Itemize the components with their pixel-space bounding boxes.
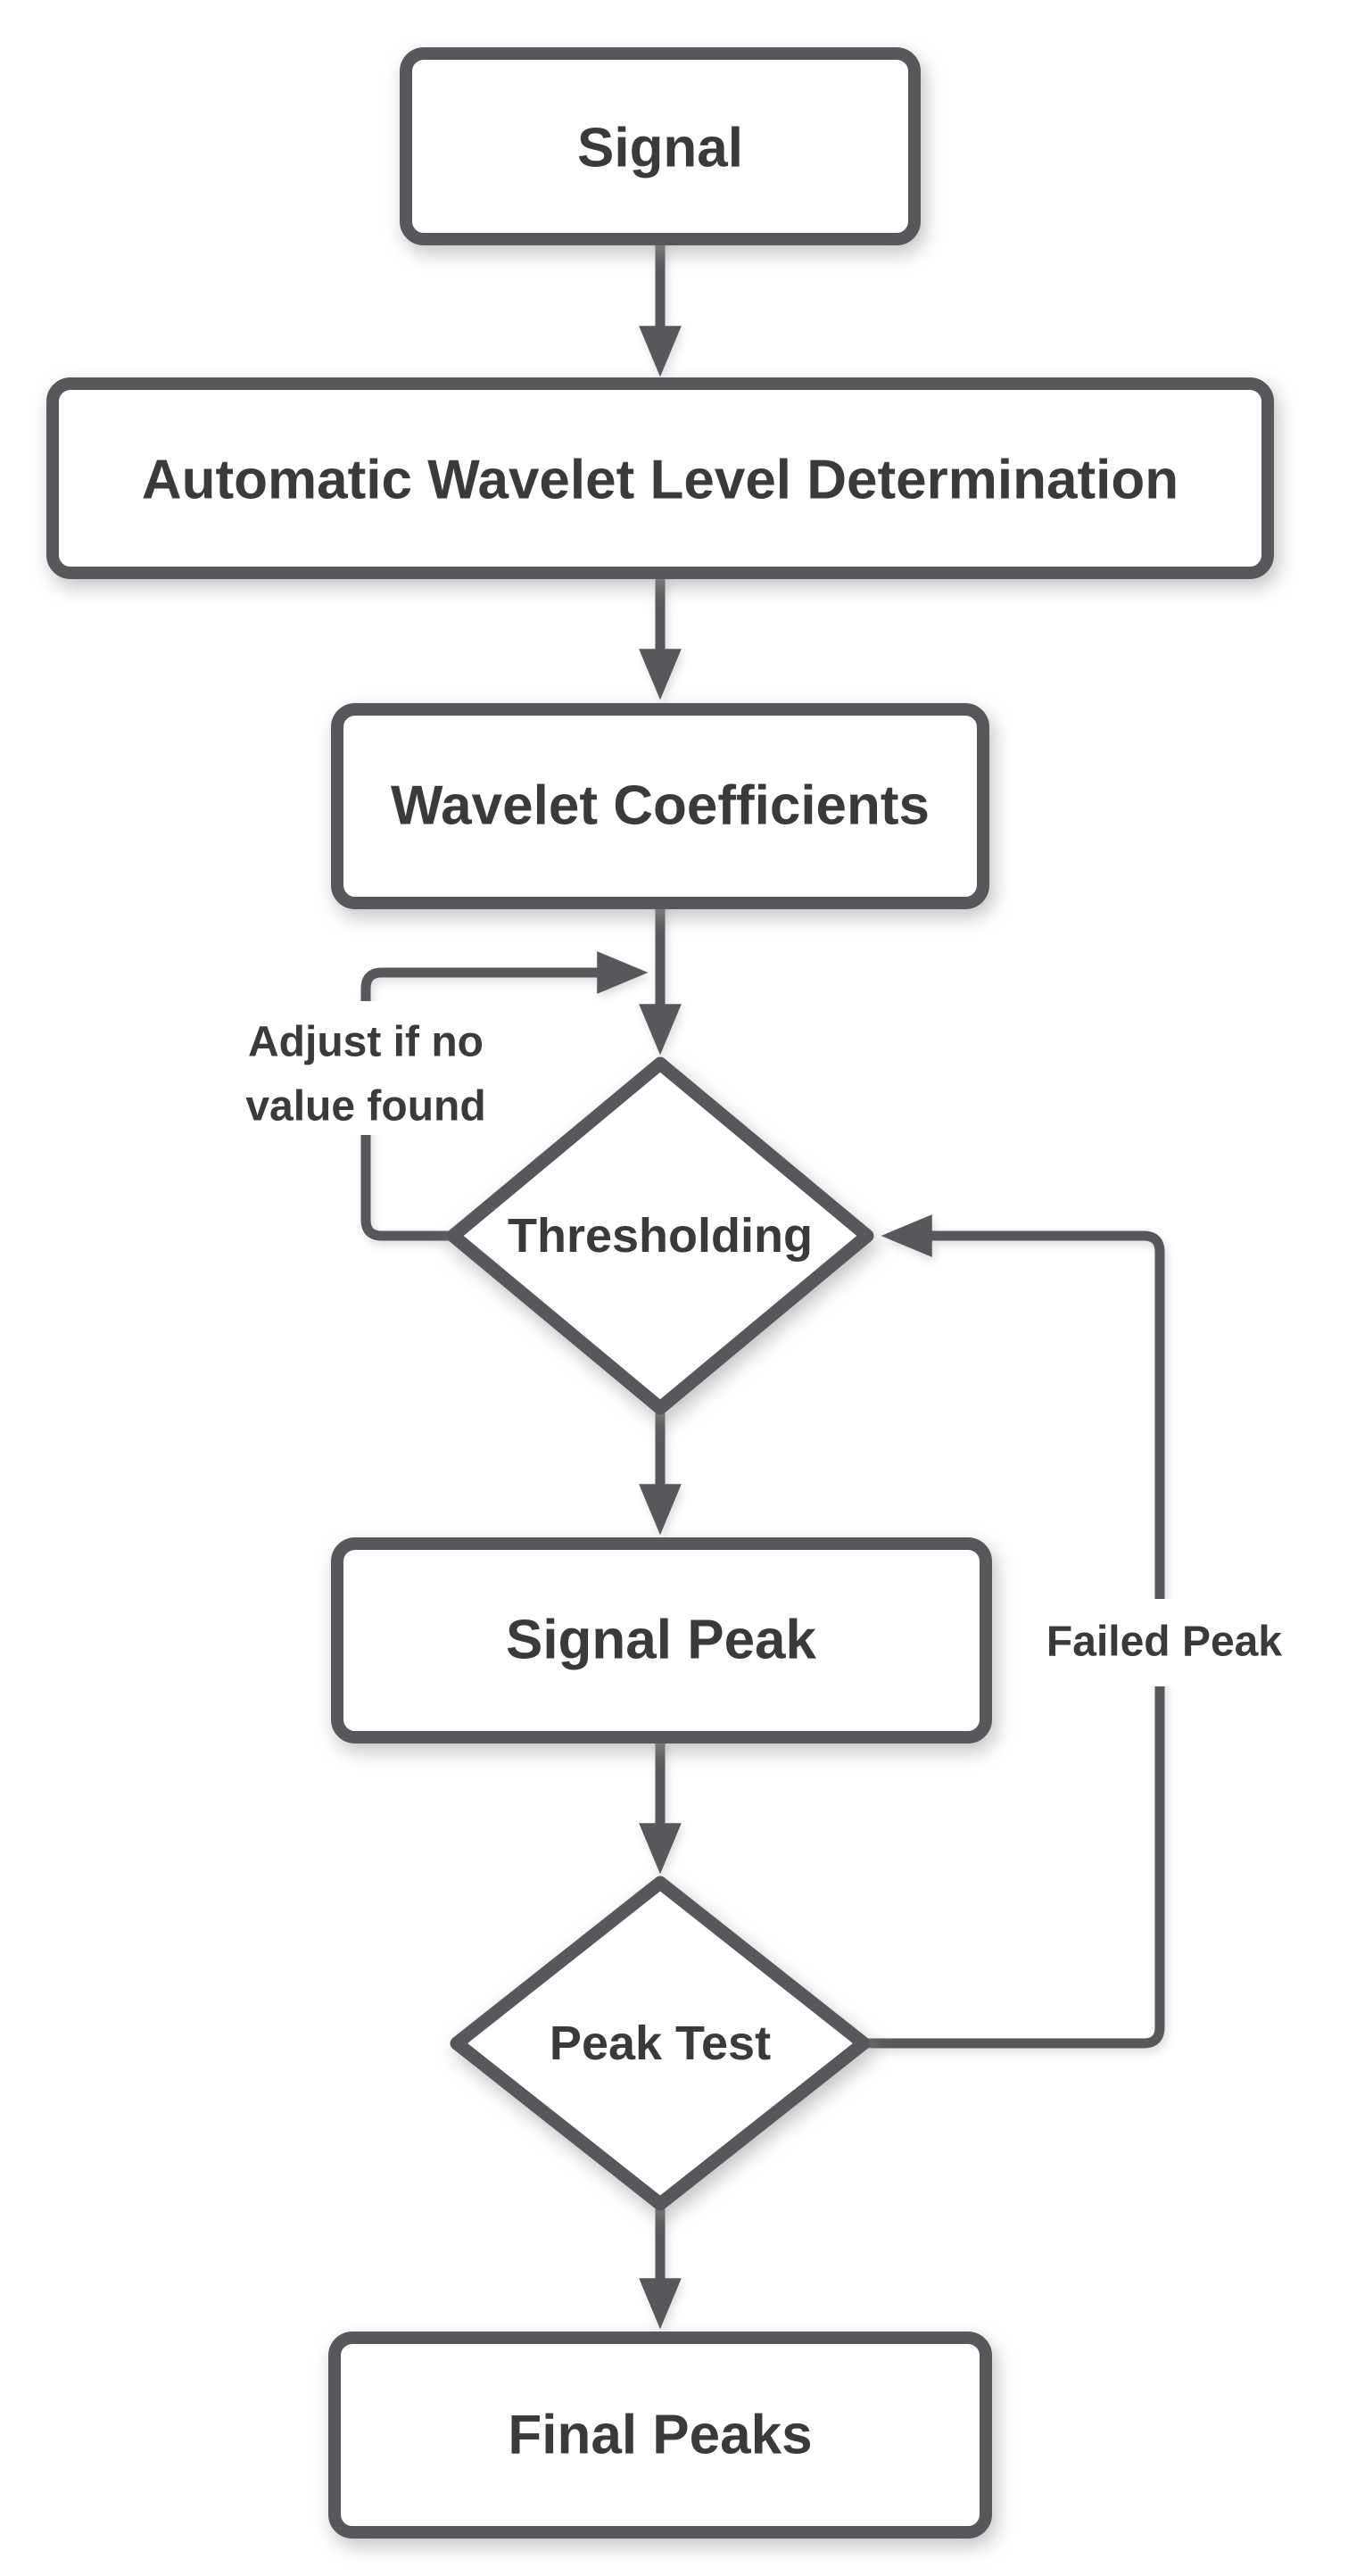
node-wavelet-coefficients-label: Wavelet Coefficients	[391, 775, 930, 837]
node-wavelet-coefficients-box	[331, 703, 989, 909]
node-awld-label: Automatic Wavelet Level Determination	[142, 450, 1178, 511]
node-signal-label: Signal	[577, 118, 743, 179]
node-signal-peak-box	[331, 1537, 992, 1744]
node-peak-test-diamond	[450, 1876, 871, 2211]
node-signal-peak-label: Signal Peak	[506, 1610, 817, 1671]
node-final-peaks: Final Peaks	[328, 2332, 992, 2539]
edge-label-failed-peak: Failed Peak	[1046, 1619, 1282, 1666]
node-final-peaks-label: Final Peaks	[508, 2405, 812, 2466]
node-peak-test: Peak Test	[450, 1876, 871, 2211]
node-final-peaks-box	[328, 2332, 992, 2539]
node-automatic-wavelet-level-determination: Automatic Wavelet Level Determination	[46, 377, 1274, 579]
node-peak-test-label: Peak Test	[550, 2017, 771, 2070]
node-thresholding-label: Thresholding	[508, 1209, 813, 1263]
node-signal-box	[400, 47, 921, 245]
edge-label-adjust-line1: Adjust if no	[248, 1019, 484, 1066]
node-awld-box	[46, 377, 1274, 579]
edge-label-adjust: Adjust if no value found	[245, 1019, 485, 1131]
edge-label-adjust-line2: value found	[245, 1083, 485, 1131]
node-signal: Signal	[400, 47, 921, 245]
adjust-label-mask	[210, 1001, 522, 1135]
node-wavelet-coefficients: Wavelet Coefficients	[331, 703, 989, 909]
node-thresholding: Thresholding	[446, 1056, 874, 1415]
failed-peak-label-mask	[1008, 1599, 1316, 1686]
node-thresholding-diamond	[446, 1056, 874, 1415]
node-signal-peak: Signal Peak	[331, 1537, 992, 1744]
